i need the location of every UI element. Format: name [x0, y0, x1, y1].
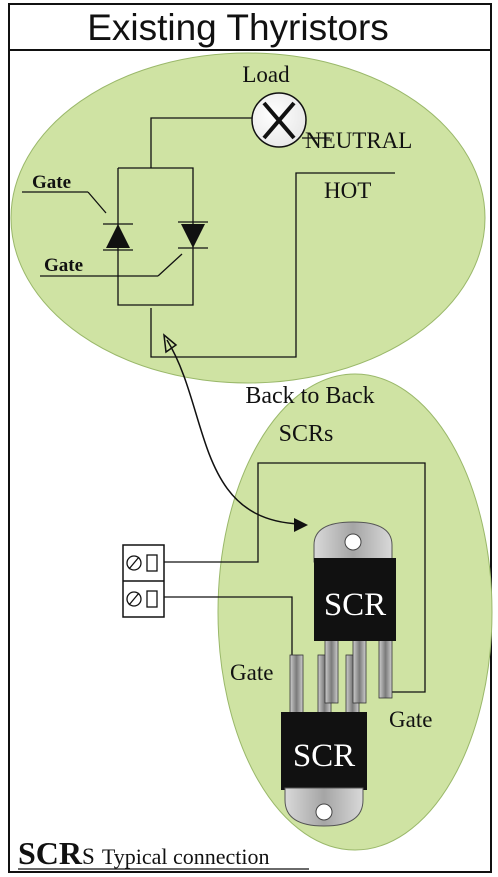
terminal-wires — [162, 462, 426, 693]
back-to-back-label-line1: Back to Back — [245, 383, 374, 409]
gate-label-left: Gate — [230, 660, 273, 685]
load-label: Load — [242, 62, 290, 87]
hot-label: HOT — [324, 178, 371, 203]
terminal-block — [122, 544, 165, 618]
gate-label-lower: Gate — [44, 255, 83, 276]
upper-ellipse — [10, 52, 486, 384]
footer-rest: Typical connection — [102, 844, 270, 869]
scr-package-top — [313, 521, 396, 704]
scr-label-top: SCR — [324, 587, 386, 623]
footer-caption: SCRS Typical connection — [18, 835, 270, 871]
scr-package-bottom — [281, 654, 367, 827]
scr-label-bottom: SCR — [293, 738, 355, 774]
gate-label-right: Gate — [389, 707, 432, 732]
page-title: Existing Thyristors — [87, 7, 389, 48]
footer-small-s: S — [82, 844, 95, 869]
neutral-label: NEUTRAL — [305, 128, 412, 153]
footer-bold: SCR — [18, 835, 83, 871]
curved-double-arrow — [166, 339, 301, 525]
back-to-back-label-line2: SCRs — [279, 421, 334, 447]
scr-symbol-right — [181, 224, 205, 248]
arrowhead-up-icon — [163, 333, 178, 354]
gate-label-upper: Gate — [32, 172, 71, 193]
scr-symbol-left — [106, 224, 130, 248]
schematic — [22, 117, 395, 358]
